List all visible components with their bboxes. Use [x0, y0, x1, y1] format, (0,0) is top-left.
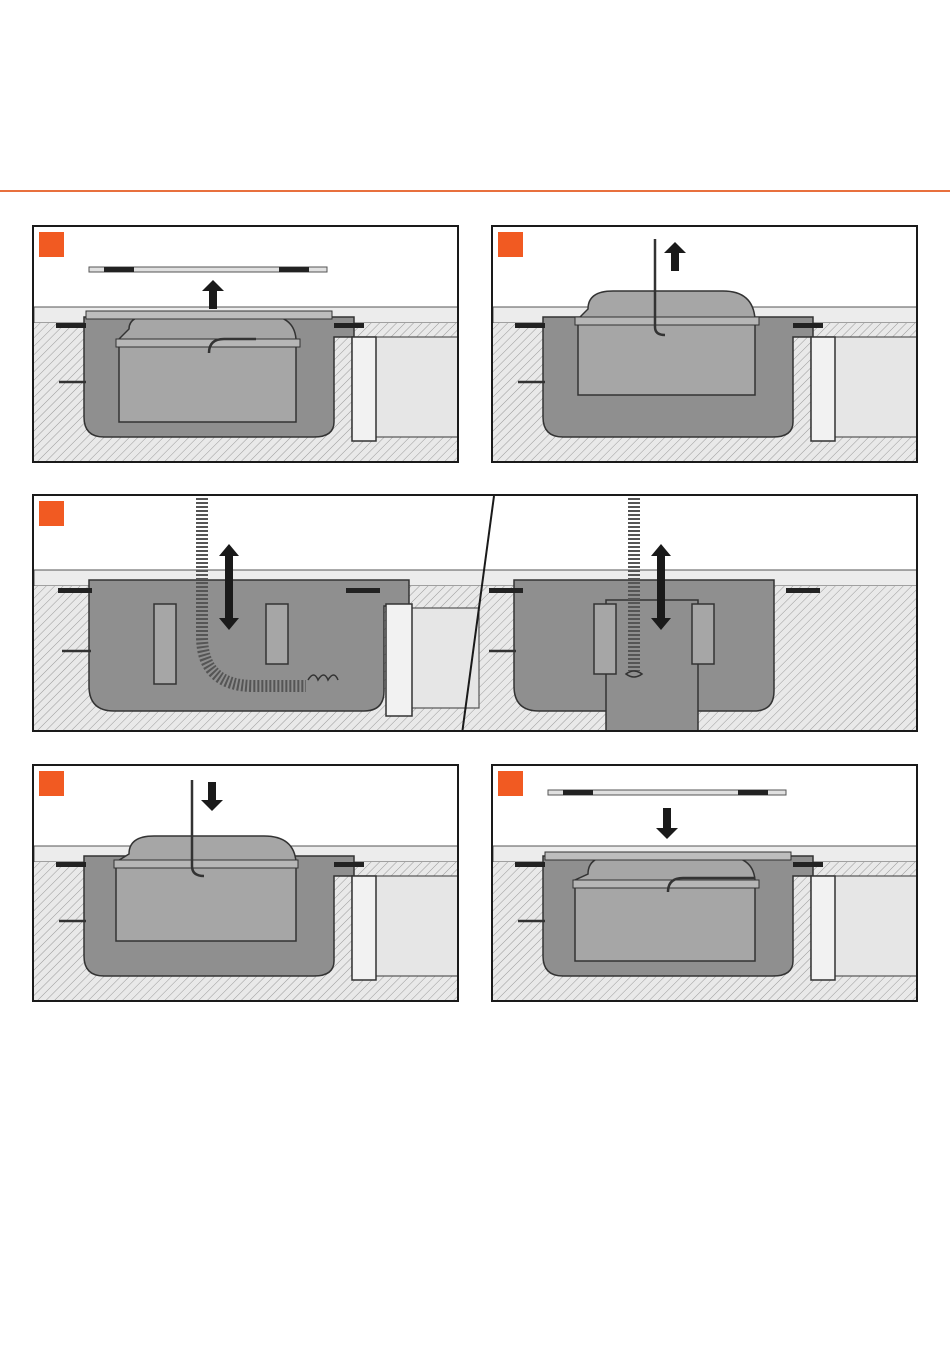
- step-marker: [498, 232, 523, 257]
- step-panel-clean-drain-pipe: [32, 494, 918, 732]
- step-panel-lift-out-trap: [491, 225, 918, 463]
- drain-illustration: [493, 227, 918, 463]
- step-marker: [39, 501, 64, 526]
- header-rule: [0, 190, 950, 192]
- step-marker: [39, 232, 64, 257]
- step-marker: [39, 771, 64, 796]
- step-panel-insert-trap: [32, 764, 459, 1002]
- step-panel-remove-cover: [32, 225, 459, 463]
- step-panel-replace-cover: [491, 764, 918, 1002]
- drain-illustration: [34, 766, 459, 1002]
- drain-illustration: [34, 496, 918, 732]
- drain-illustration: [34, 227, 459, 463]
- step-marker: [498, 771, 523, 796]
- drain-illustration: [493, 766, 918, 1002]
